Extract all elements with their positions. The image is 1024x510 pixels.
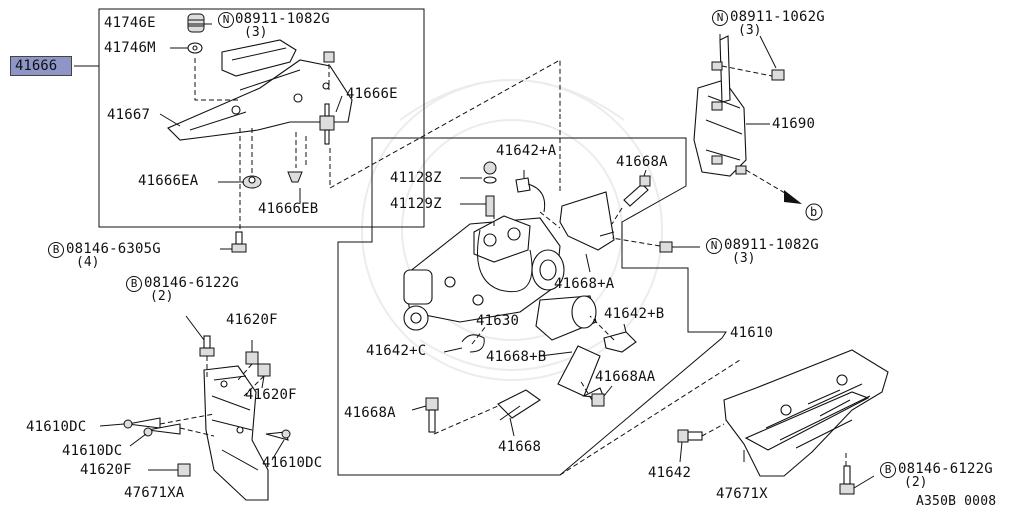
dashed-leaders-undercover — [559, 359, 847, 476]
qty-nut-top-right: (3) — [738, 23, 762, 38]
nut-top-right — [721, 35, 785, 81]
label-41746E[interactable]: 41746E — [104, 15, 156, 31]
bracket-41690 — [693, 34, 770, 177]
nut-symbol-icon: N — [218, 12, 234, 28]
nut-mid-right — [659, 241, 700, 253]
bolt-symbol-icon: B — [126, 276, 142, 292]
nut-top-left — [323, 51, 335, 90]
highlighted-part-41666[interactable]: 41666 — [10, 56, 72, 76]
label-41690[interactable]: 41690 — [772, 116, 816, 132]
dashed-leaders-shield — [159, 356, 265, 437]
qty-nut-mid-right: (3) — [732, 251, 756, 266]
reference-b-circle — [805, 203, 823, 221]
label-41668-plus-A[interactable]: 41668+A — [554, 276, 615, 292]
bracket-41668-plus-B — [539, 345, 601, 397]
bracket-41667 — [167, 39, 353, 141]
label-41620F-c[interactable]: 41620F — [80, 462, 132, 478]
clip-41642B — [603, 323, 637, 353]
label-41666E[interactable]: 41666E — [346, 86, 398, 102]
bolt-right — [839, 465, 875, 495]
connector-41128Z — [460, 161, 497, 184]
grommet-41666EA — [242, 175, 262, 189]
label-41668A-bottom[interactable]: 41668A — [344, 405, 396, 421]
label-41668AA[interactable]: 41668AA — [595, 369, 656, 385]
bolt-mid-left — [185, 315, 215, 357]
label-41668-plus-B[interactable]: 41668+B — [486, 349, 547, 365]
qty-bolt-mid-left: (2) — [150, 289, 174, 304]
bolt-41668A-bottom — [411, 397, 439, 433]
label-47671XA[interactable]: 47671XA — [124, 485, 185, 501]
label-41642-plus-B[interactable]: 41642+B — [604, 306, 665, 322]
nut-symbol-icon: N — [706, 238, 722, 254]
label-41128Z[interactable]: 41128Z — [390, 170, 442, 186]
clip-41642A — [515, 170, 546, 213]
undercover-47671X — [723, 349, 889, 477]
label-41630[interactable]: 41630 — [476, 313, 520, 329]
label-41666EB[interactable]: 41666EB — [258, 201, 319, 217]
washer-41746M — [187, 42, 203, 54]
stud-41666E — [319, 103, 335, 145]
bolt-41668AA — [582, 385, 613, 407]
label-41667[interactable]: 41667 — [107, 107, 151, 123]
actuator-41630 — [403, 215, 597, 341]
leaders-bracket — [159, 23, 343, 204]
nut-symbol-icon: N — [712, 10, 728, 26]
label-41666EA[interactable]: 41666EA — [138, 173, 199, 189]
label-nut-top-left[interactable]: 08911-1082G — [235, 11, 330, 27]
shield-47671XA — [203, 365, 269, 501]
dashed-leaders-actuator — [433, 114, 661, 435]
qty-bolt-right: (2) — [904, 475, 928, 490]
label-nut-top-right[interactable]: 08911-1062G — [730, 9, 825, 25]
label-bolt-right[interactable]: 08146-6122G — [898, 461, 993, 477]
label-41129Z[interactable]: 41129Z — [390, 196, 442, 212]
clips-41620F — [148, 340, 271, 477]
label-41610[interactable]: 41610 — [730, 325, 774, 341]
label-41620F-b[interactable]: 41620F — [245, 387, 297, 403]
bracket-41668 — [497, 389, 541, 437]
label-41610DC-c[interactable]: 41610DC — [262, 455, 323, 471]
bolt-symbol-icon: B — [48, 242, 64, 258]
label-41610DC-a[interactable]: 41610DC — [26, 419, 87, 435]
label-nut-mid-right[interactable]: 08911-1082G — [724, 237, 819, 253]
bracket-41668-plus-A — [559, 191, 615, 273]
bracket-group-box — [98, 8, 425, 228]
bolt-08146-6305G — [220, 231, 247, 253]
clip-41642 — [677, 429, 703, 463]
grommet-41746E — [187, 13, 205, 33]
grommet-41666EB — [287, 171, 303, 183]
label-bolt-left[interactable]: 08146-6305G — [66, 241, 161, 257]
fitting-41129Z — [460, 195, 495, 217]
label-41746M[interactable]: 41746M — [104, 40, 156, 56]
label-41610DC-b[interactable]: 41610DC — [62, 443, 123, 459]
label-41666[interactable]: 41666 — [15, 58, 58, 74]
qty-nut-top-left: (3) — [244, 25, 268, 40]
bolt-symbol-icon: B — [880, 462, 896, 478]
diagram-code: A350B 0008 — [916, 494, 997, 509]
dashed-leaders-bracket — [194, 58, 561, 240]
label-41620F-a[interactable]: 41620F — [226, 312, 278, 328]
arrow-head-icon — [784, 190, 802, 204]
label-41642[interactable]: 41642 — [648, 465, 692, 481]
arrow-to-b — [745, 169, 791, 197]
label-41668A-top[interactable]: 41668A — [616, 154, 668, 170]
label-41642-plus-A[interactable]: 41642+A — [496, 143, 557, 159]
label-bolt-mid-left[interactable]: 08146-6122G — [144, 275, 239, 291]
reference-b-label: b — [810, 205, 818, 219]
label-41668[interactable]: 41668 — [498, 439, 542, 455]
qty-bolt-left: (4) — [76, 255, 100, 270]
screws-41610DC — [99, 417, 291, 461]
label-47671X[interactable]: 47671X — [716, 486, 768, 502]
label-41642-plus-C[interactable]: 41642+C — [366, 343, 427, 359]
clip-41642C — [443, 334, 485, 353]
actuator-group-box — [337, 137, 727, 476]
bolt-41668A-top — [623, 169, 651, 207]
